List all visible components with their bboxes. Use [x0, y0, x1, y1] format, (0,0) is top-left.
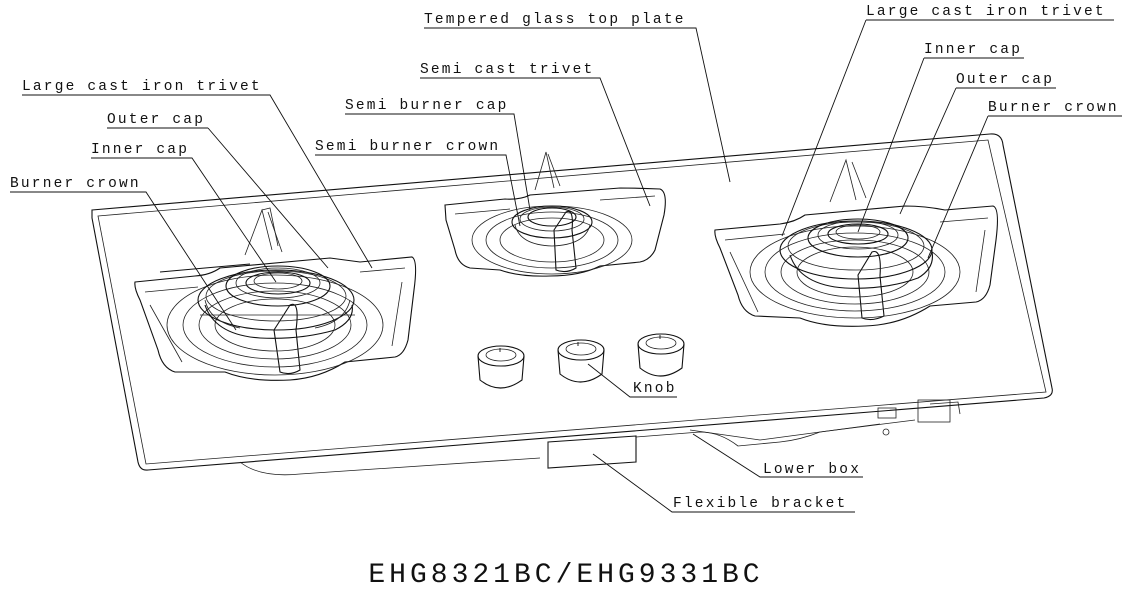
lower-box — [239, 399, 961, 476]
label-burner-crown-left: Burner crown — [10, 176, 141, 192]
knobs — [477, 333, 685, 389]
flexible-bracket — [547, 435, 637, 469]
right-burner-assembly — [714, 158, 999, 327]
glass-top-plate — [91, 133, 1053, 471]
model-number: EHG8321BC/EHG9331BC — [368, 560, 764, 591]
label-semi-burner-crown: Semi burner crown — [315, 139, 501, 155]
label-semi-burner-cap: Semi burner cap — [345, 98, 509, 114]
label-tempered-glass-top-plate: Tempered glass top plate — [424, 12, 686, 28]
label-flexible-bracket: Flexible bracket — [673, 496, 848, 512]
label-inner-cap-right: Inner cap — [924, 42, 1023, 58]
semi-burner-assembly — [444, 151, 666, 277]
knob-left — [477, 345, 525, 389]
left-burner-assembly — [134, 207, 417, 381]
label-outer-cap-right: Outer cap — [956, 72, 1055, 88]
label-semi-cast-trivet: Semi cast trivet — [420, 62, 595, 78]
label-knob: Knob — [633, 381, 677, 397]
knob-middle — [557, 339, 605, 383]
label-inner-cap-left: Inner cap — [91, 142, 190, 158]
label-lower-box: Lower box — [763, 462, 862, 478]
knob-right — [637, 333, 685, 377]
label-outer-cap-left: Outer cap — [107, 112, 206, 128]
label-large-cast-iron-trivet-right: Large cast iron trivet — [866, 4, 1106, 20]
leader-lines — [10, 19, 1122, 513]
label-burner-crown-right: Burner crown — [988, 100, 1119, 116]
label-large-cast-iron-trivet-left: Large cast iron trivet — [22, 79, 262, 95]
